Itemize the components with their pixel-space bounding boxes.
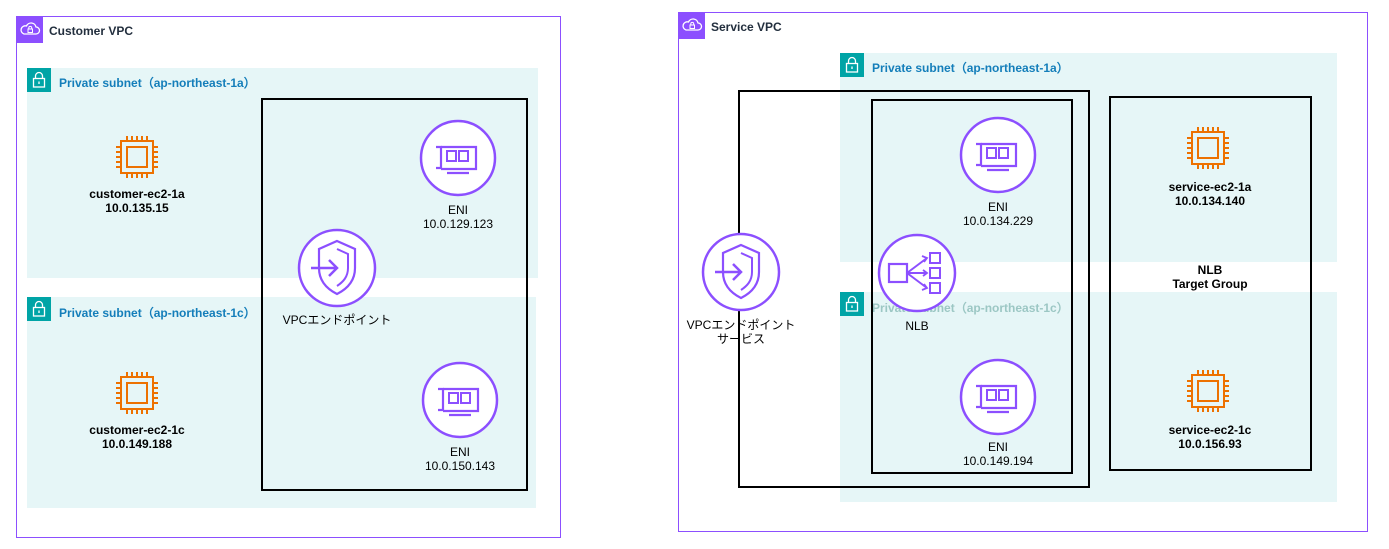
ec2-ip: 10.0.149.188 [101,437,173,451]
ec2-chip-icon [113,369,161,417]
vpc-endpoint-service-label: VPCエンドポイント [686,318,796,332]
nlb-group [871,99,1073,474]
nlb-label: NLB [905,319,929,333]
ec2-chip-icon [1184,124,1232,172]
eni-network-card-icon [419,119,497,197]
vpc-endpoint-label: VPCエンドポイント [282,313,392,327]
padlock-icon [27,297,51,321]
ec2-ip: 10.0.134.140 [1174,194,1246,208]
eni-label: ENI [447,203,468,217]
target-group-label: Target Group [1172,277,1248,291]
ec2-name: customer-ec2-1c [89,423,185,437]
eni-label: ENI [987,200,1008,214]
eni-network-card-icon [959,358,1037,436]
ec2-chip-icon [1184,367,1232,415]
vpc-title: Customer VPC [49,24,134,38]
eni-label: ENI [449,445,470,459]
nlb-load-balancer-icon [877,233,957,313]
target-group-label: NLB [1197,263,1223,277]
ec2-chip-icon [113,133,161,181]
padlock-icon [840,53,864,77]
vpc-title: Service VPC [711,20,782,34]
nlb-target-group [1109,96,1312,471]
vpc-endpoint-shield-arrow-icon [297,228,377,308]
subnet-title: Private subnet（ap-northeast-1a） [872,61,1069,75]
vpc-cloud-lock-icon [679,13,705,39]
ec2-ip: 10.0.135.15 [105,201,169,215]
subnet-title: Private subnet（ap-northeast-1c） [59,306,256,320]
eni-network-card-icon [959,116,1037,194]
vpc-endpoint-service-label: サービス [716,332,765,346]
eni-label: ENI [987,440,1008,454]
eni-network-card-icon [421,361,499,439]
ec2-name: service-ec2-1a [1168,180,1252,194]
eni-ip: 10.0.134.229 [962,214,1034,228]
eni-ip: 10.0.150.143 [424,459,496,473]
padlock-icon [840,292,864,316]
ec2-name: customer-ec2-1a [89,187,185,201]
eni-ip: 10.0.149.194 [962,454,1034,468]
padlock-icon [27,68,51,92]
vpc-cloud-lock-icon [17,17,43,43]
eni-ip: 10.0.129.123 [422,217,494,231]
ec2-ip: 10.0.156.93 [1178,437,1242,451]
subnet-title: Private subnet（ap-northeast-1a） [59,76,256,90]
ec2-name: service-ec2-1c [1168,423,1252,437]
vpc-endpoint-service-shield-arrow-icon [701,232,781,312]
vpc-endpoint-group [261,98,528,491]
